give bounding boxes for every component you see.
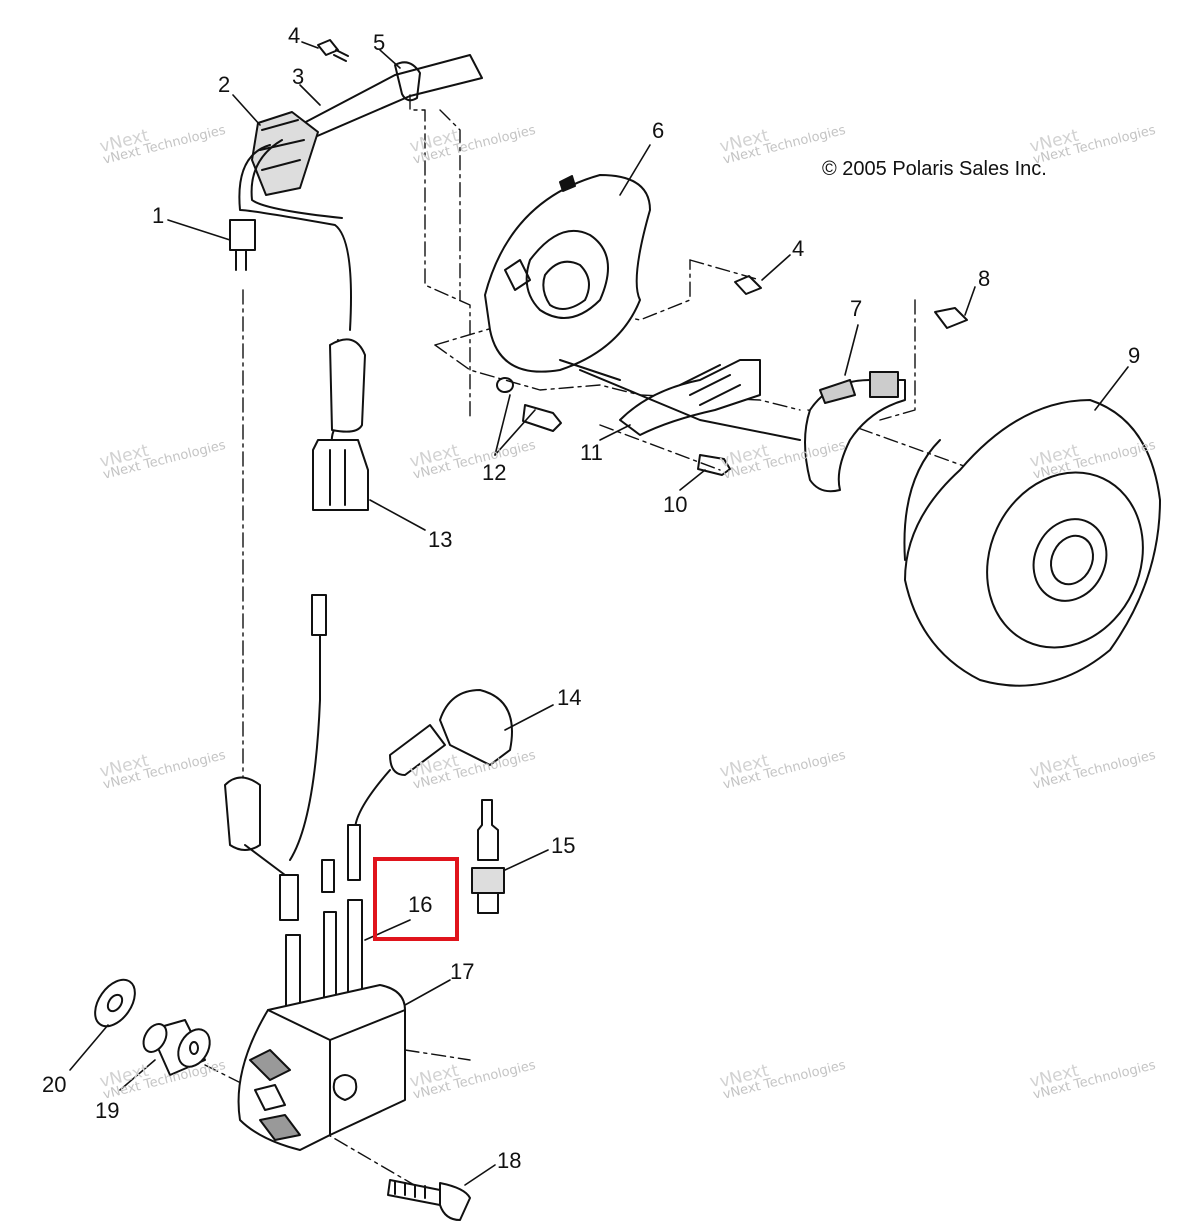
flywheel-part-9 <box>903 399 1161 687</box>
ignition-leads <box>224 594 363 1016</box>
regulator-part-2 <box>251 111 319 196</box>
callout-16[interactable]: 16 <box>408 892 433 917</box>
callout-7[interactable]: 7 <box>850 296 863 321</box>
leader-lines <box>69 41 1129 1186</box>
screw-part-10 <box>697 454 731 476</box>
cdi-module-part-17 <box>237 984 406 1151</box>
coil-part-11 <box>559 359 801 441</box>
spark-plug-part-15 <box>471 799 505 914</box>
bolt-part-4-right <box>734 275 762 295</box>
callout-14[interactable]: 14 <box>557 685 582 710</box>
callout-12[interactable]: 12 <box>482 460 507 485</box>
callout-2[interactable]: 2 <box>218 72 231 97</box>
callout-19[interactable]: 19 <box>95 1098 120 1123</box>
callout-11[interactable]: 11 <box>580 440 603 465</box>
callout-17[interactable]: 17 <box>450 959 475 984</box>
callout-4[interactable]: 4 <box>288 23 301 48</box>
plug-cap-part-14 <box>354 689 513 831</box>
bolt-part-8 <box>934 307 968 329</box>
bolt-part-4-top <box>317 39 349 62</box>
callout-8[interactable]: 8 <box>978 266 991 291</box>
callout-10[interactable]: 10 <box>663 492 688 517</box>
copyright-notice: © 2005 Polaris Sales Inc. <box>822 158 1047 180</box>
pickup-part-7 <box>804 371 906 493</box>
callout-9[interactable]: 9 <box>1128 343 1141 368</box>
callout-1[interactable]: 1 <box>152 203 165 228</box>
callout-4-right[interactable]: 4 <box>792 236 805 261</box>
callout-5[interactable]: 5 <box>373 30 386 55</box>
rod-part-3 <box>299 54 483 141</box>
callout-15[interactable]: 15 <box>551 833 576 858</box>
wiring-harness <box>229 139 369 511</box>
highlight-box-part-16 <box>373 857 459 941</box>
screw-part-12 <box>496 377 562 432</box>
callout-3[interactable]: 3 <box>292 64 305 89</box>
callout-18[interactable]: 18 <box>497 1148 522 1173</box>
stator-plate-part-6 <box>484 174 651 373</box>
callout-20[interactable]: 20 <box>42 1072 67 1097</box>
bushing-part-19 <box>142 1019 211 1076</box>
washer-part-20 <box>94 978 136 1028</box>
bolt-part-18 <box>387 1179 471 1221</box>
callout-6[interactable]: 6 <box>652 118 665 143</box>
callout-13[interactable]: 13 <box>428 527 453 552</box>
